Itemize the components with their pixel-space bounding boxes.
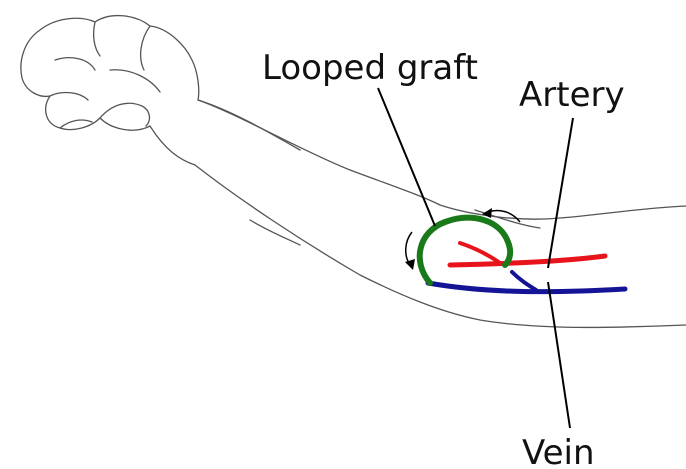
graft-label: Looped graft bbox=[262, 48, 478, 88]
arm-lower-edge bbox=[195, 165, 686, 327]
flow-arrowhead-left-icon bbox=[405, 259, 415, 270]
arm-upper-edge bbox=[198, 100, 686, 219]
artery-branch bbox=[460, 243, 500, 263]
flow-arrow-left-icon bbox=[406, 232, 412, 265]
vein-branch bbox=[512, 272, 536, 290]
graft-leader-line bbox=[378, 88, 435, 226]
looped-graft bbox=[420, 218, 510, 283]
vein-leader-line bbox=[548, 282, 570, 428]
artery-label: Artery bbox=[519, 75, 625, 115]
artery-leader-line bbox=[548, 118, 573, 268]
thumb-outline bbox=[100, 103, 149, 126]
vein-label: Vein bbox=[522, 433, 595, 469]
artery-vessel bbox=[450, 256, 605, 265]
fist-outline bbox=[40, 16, 300, 150]
fist-knuckles bbox=[21, 30, 195, 165]
